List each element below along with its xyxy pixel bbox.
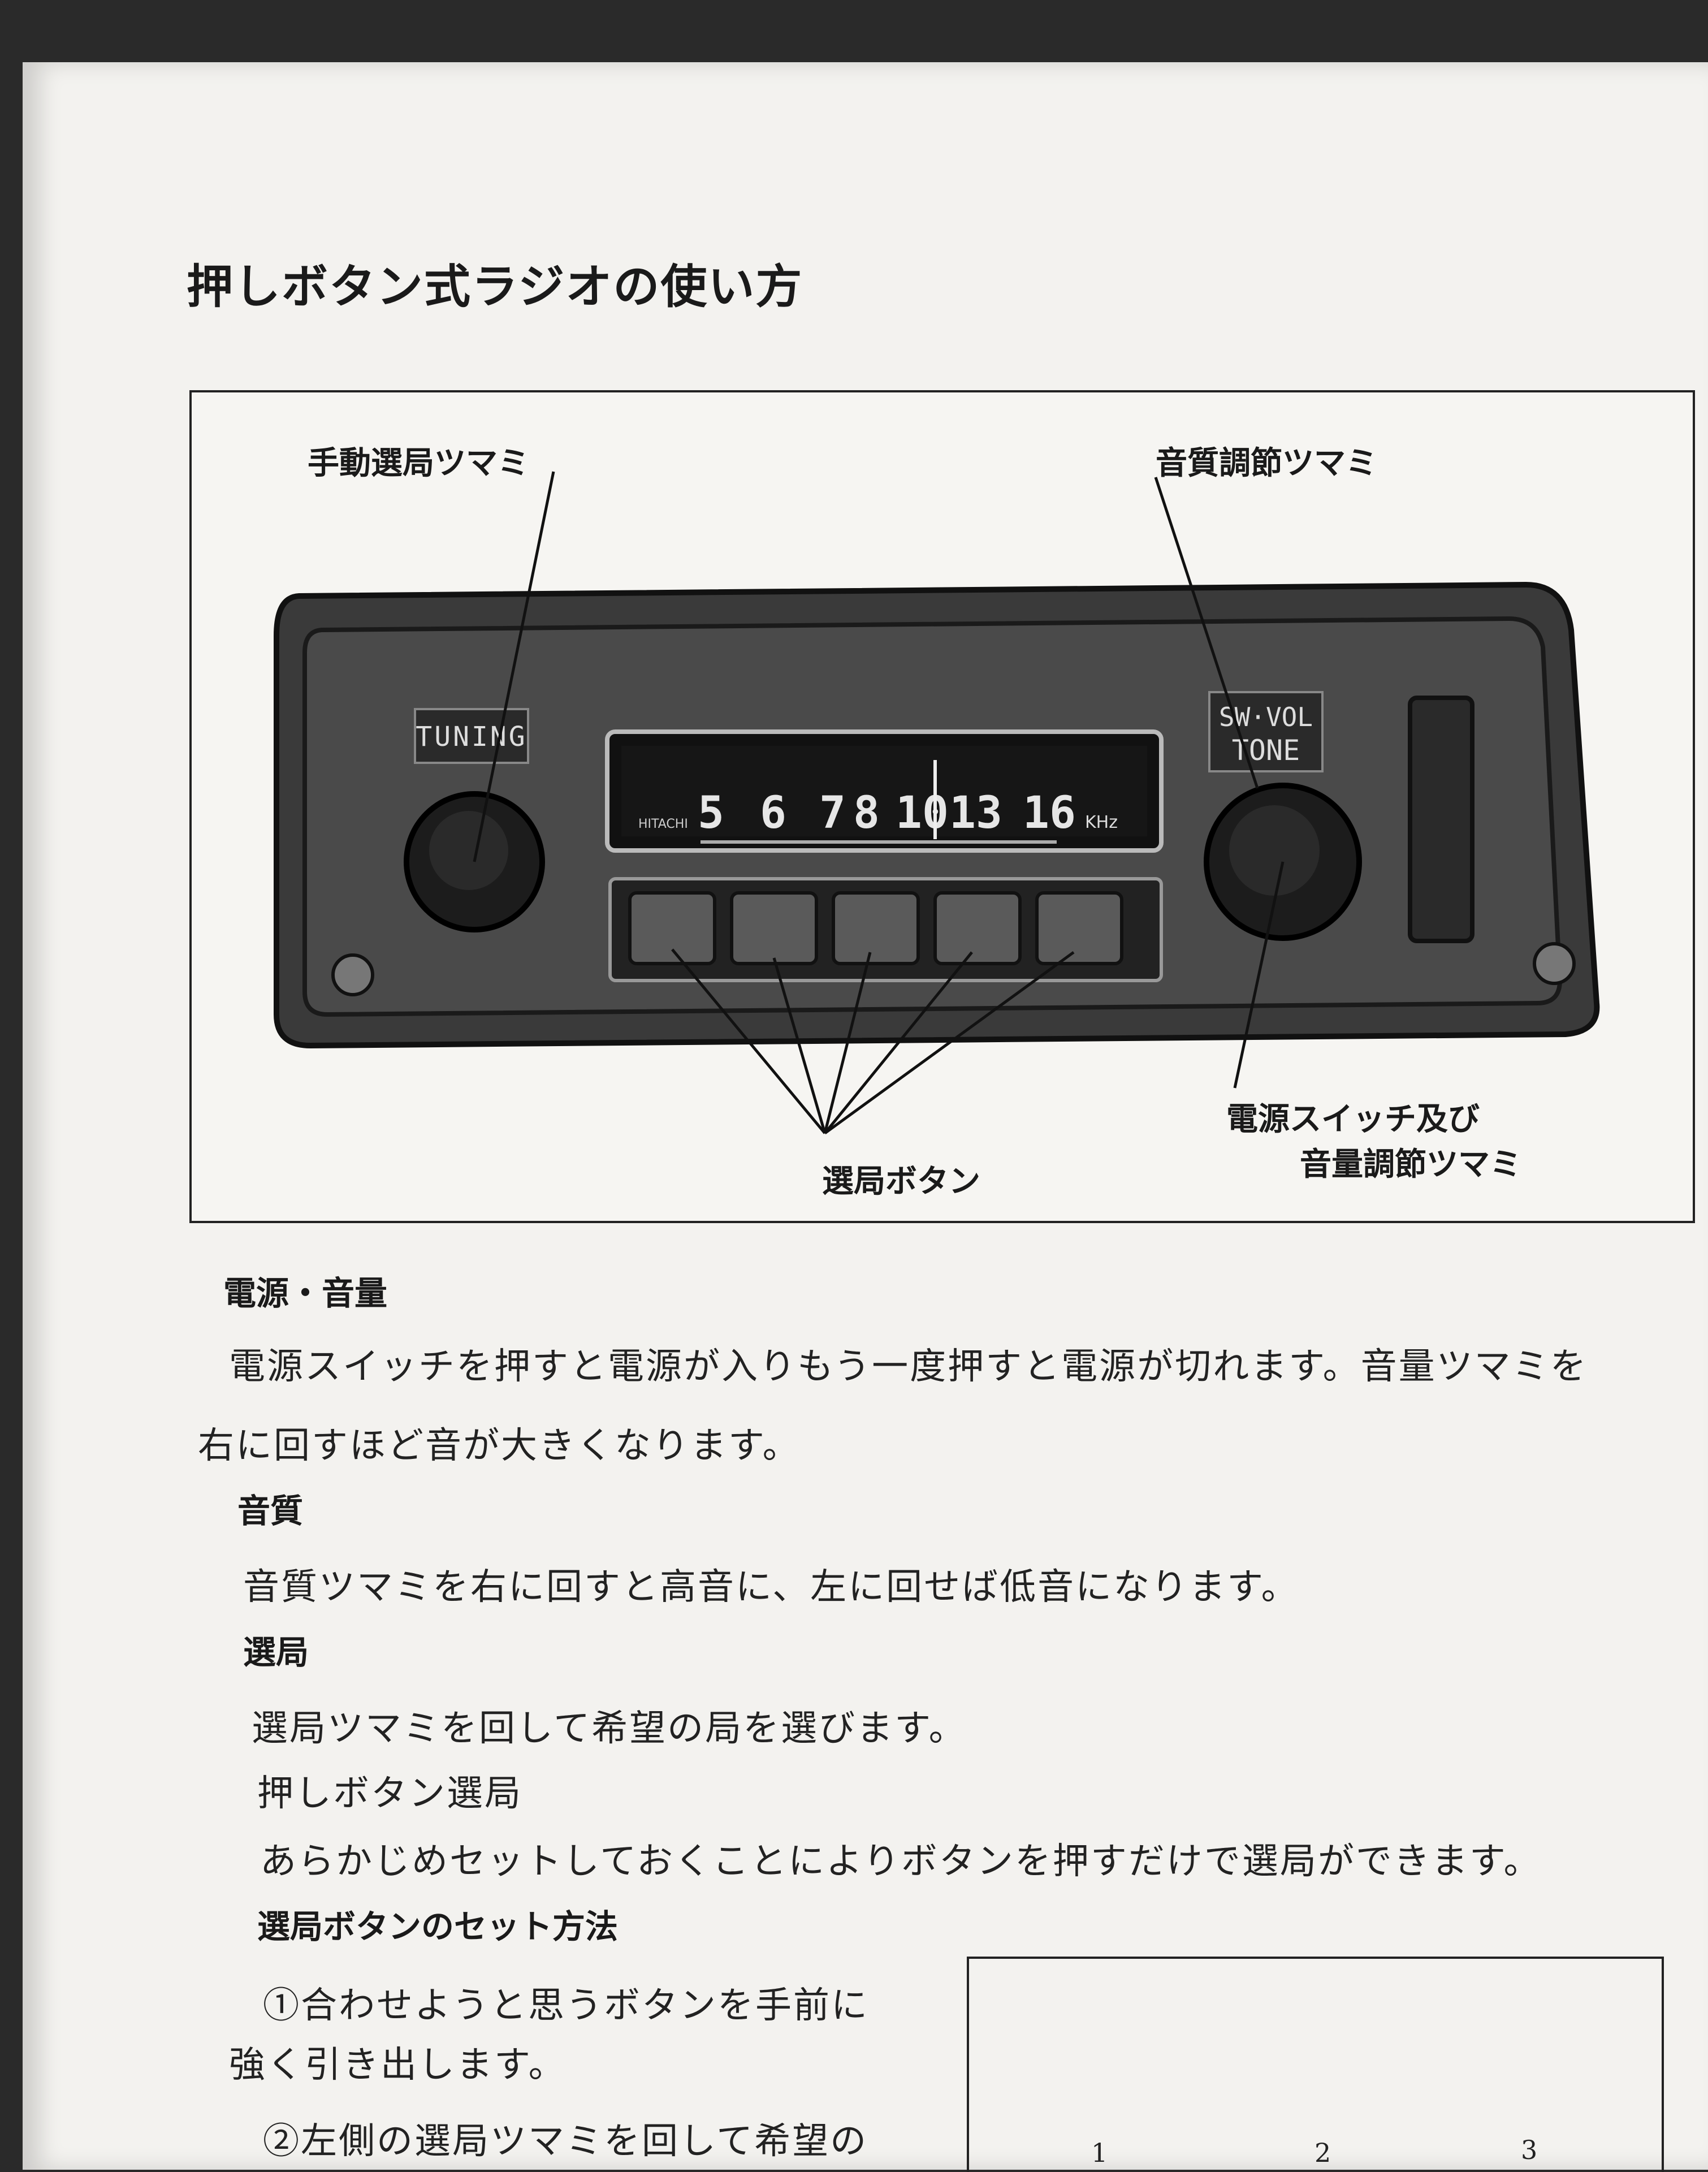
tone-text: 音質ツマミを右に回すと高音に、左に回せば低音になります。 (243, 1566, 1299, 1608)
tone-label-plate (1208, 691, 1324, 772)
dial-number: 7 (819, 788, 846, 839)
diagram-number: 1 (1091, 2138, 1108, 2168)
pushbutton-text: あらかじめセットしておくことによりボタンを押すだけで選局ができます。 (260, 1841, 1542, 1882)
manual-tuning-knob-callout: 手動選局ツマミ (308, 445, 529, 482)
preset-button (1035, 891, 1123, 965)
step1-text-line1: ①合わせようと思うボタンを手前に (263, 1985, 869, 2027)
setup-heading: 選局ボタンのセット方法 (257, 1907, 619, 1946)
tuning-text: 選局ツマミを回して希望の局を選びます。 (252, 1708, 967, 1750)
unit-label: KHz (1085, 813, 1118, 832)
dial-number: 13 (949, 788, 1002, 839)
pushbutton-heading: 押しボタン選局 (257, 1773, 522, 1815)
leader-preset (824, 951, 973, 1134)
leader-preset (824, 951, 1075, 1135)
screw (1533, 942, 1576, 985)
screw (331, 953, 374, 996)
cassette-slot (1408, 696, 1474, 943)
preset-button (832, 891, 920, 965)
dial-number: 10 (896, 788, 949, 839)
dial-number: 8 (853, 788, 880, 839)
dial-number: 6 (760, 788, 786, 839)
power-volume-heading: 電源・音量 (223, 1274, 388, 1312)
leader-preset (823, 952, 872, 1134)
tone-heading: 音質 (237, 1492, 304, 1530)
leader-tuning (473, 471, 555, 862)
tuning-label-plate (414, 708, 529, 764)
radio-figure: TUNING HITACHI 5 6 7 8 10 13 16 KHz (189, 390, 1695, 1223)
preset-button (730, 891, 818, 965)
dial-number: 5 (698, 788, 724, 839)
preset-button (933, 891, 1022, 965)
power-volume-callout-line2: 音量調節ツマミ (1300, 1146, 1521, 1183)
radio-illustration: TUNING HITACHI 5 6 7 8 10 13 16 KHz (274, 471, 1600, 1135)
leader-tone (1154, 477, 1259, 789)
leader-preset (772, 957, 827, 1134)
preset-button (628, 891, 716, 965)
tone-knob-callout: 音質調節ツマミ (1156, 445, 1377, 482)
page-title: 押しボタン式ラジオの使い方 (187, 260, 803, 314)
dial-number: 16 (1023, 788, 1076, 839)
step1-text-line2: 強く引き出します。 (229, 2044, 567, 2086)
leader-volume (1233, 861, 1285, 1089)
diagram-number: 3 (1521, 2135, 1538, 2165)
setup-diagram-box (967, 1957, 1664, 2172)
power-volume-text-line1: 電源スイッチを押すと電源が入りもう一度押すと電源が切れます。音量ツマミを (229, 1346, 1588, 1388)
preset-buttons-callout: 選局ボタン (822, 1163, 980, 1200)
tuning-heading: 選局 (243, 1633, 309, 1672)
step2-text-line1: ②左側の選局ツマミを回して希望の (263, 2121, 868, 2162)
diagram-number: 2 (1314, 2138, 1331, 2168)
leader-preset (671, 948, 826, 1134)
power-volume-callout-line1: 電源スイッチ及び (1226, 1101, 1480, 1138)
tone-label: TONE (1232, 734, 1300, 767)
tuning-label: TUNING (416, 721, 527, 753)
brand-label: HITACHI (638, 817, 688, 831)
power-volume-text-line2: 右に回すほど音が大きくなります。 (198, 1425, 801, 1467)
